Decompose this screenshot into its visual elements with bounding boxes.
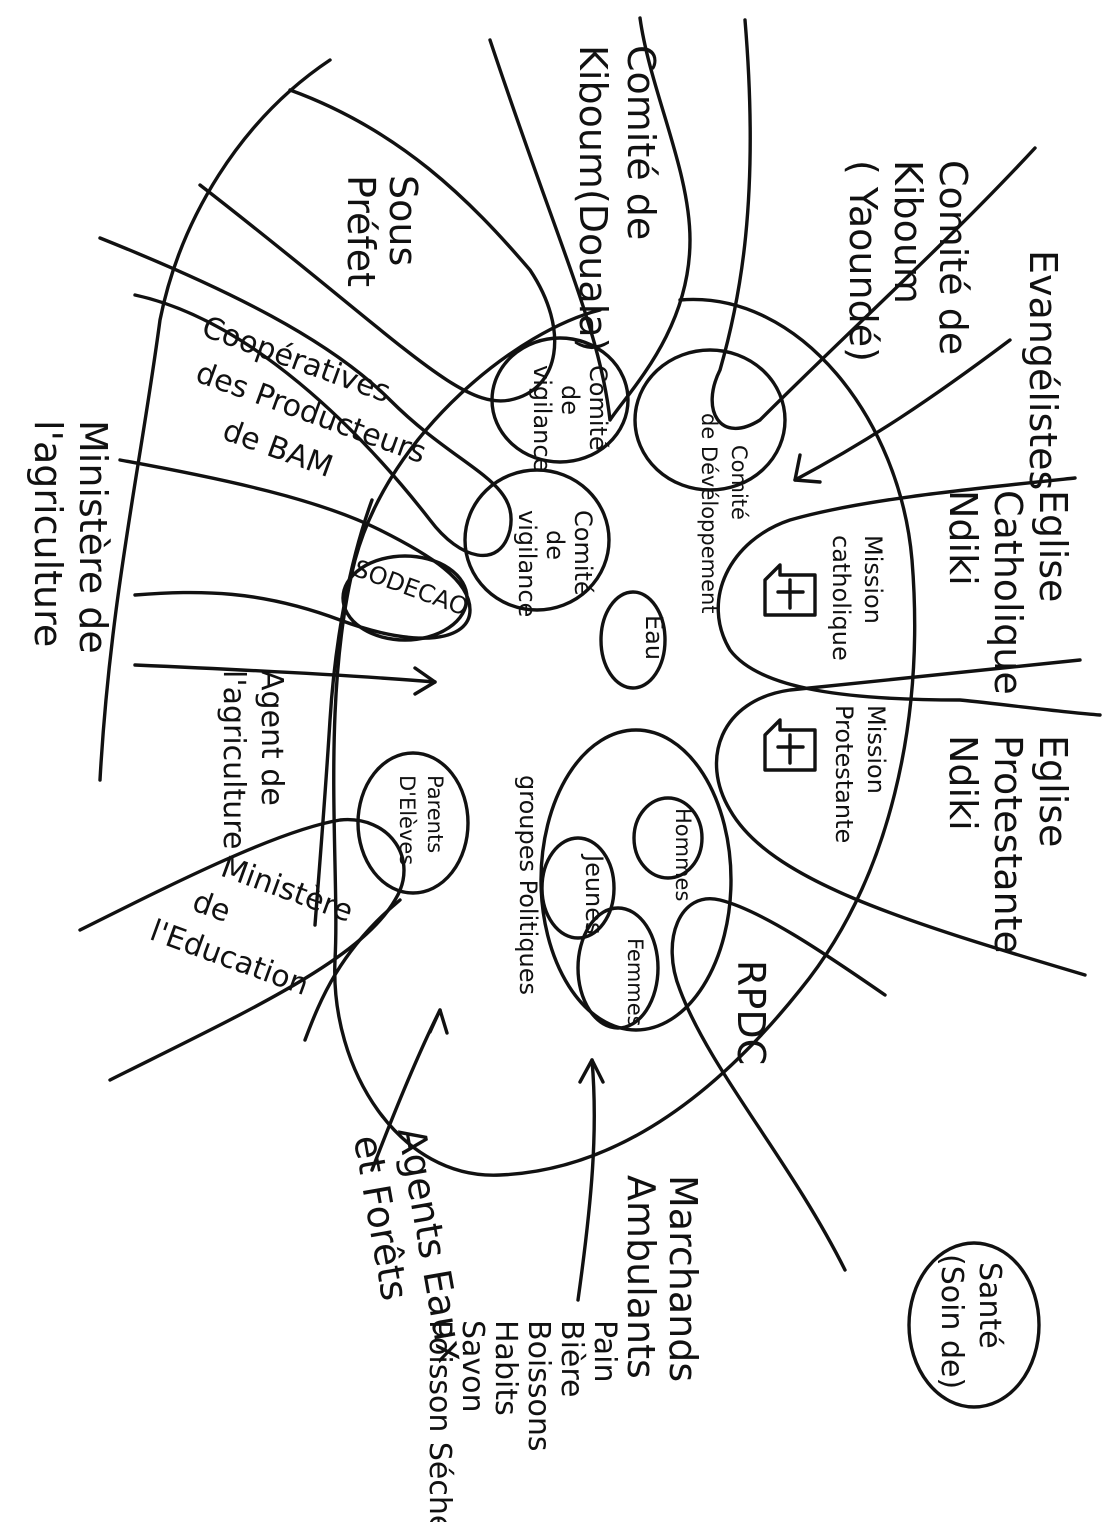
village-boundary xyxy=(332,297,917,1177)
label-eglise-catholique: Eglise Catholique Ndiki xyxy=(941,490,1075,707)
label-comite-vigilance-1: Comité de vigilance xyxy=(528,365,612,472)
church-icon-catholique xyxy=(763,563,817,617)
label-jeunes: Jeunes xyxy=(580,853,608,935)
label-groupes-politiques: groupes Politiques xyxy=(514,775,542,995)
boundary-agent-agriculture xyxy=(313,498,374,927)
circle-sodecao xyxy=(341,554,469,642)
label-eau: Eau xyxy=(640,615,668,660)
church-icon-protestante xyxy=(763,718,817,772)
label-sodecao: SODECAO xyxy=(350,554,472,621)
boundary-catholique xyxy=(716,476,1102,717)
boundary-comite-yaounde xyxy=(710,18,1037,431)
circle-femmes xyxy=(576,906,660,1030)
arrow-evangelistes xyxy=(793,338,1012,484)
boundary-protestante xyxy=(714,658,1087,977)
label-evangelistes: Evangélistes xyxy=(1021,250,1065,490)
boundary-sodecao xyxy=(118,458,472,640)
circle-comite-vigilance-1 xyxy=(490,336,630,464)
label-comite-vigilance-2: Comité de vigilance xyxy=(513,510,597,617)
arrow-ministere-agriculture xyxy=(133,663,437,696)
label-eglise-protestante: Eglise Protestante Ndiki xyxy=(941,735,1075,966)
boundary-ministere-agriculture xyxy=(98,58,332,782)
circle-comite-developpement xyxy=(633,348,787,492)
label-femmes: Femmes xyxy=(623,938,647,1027)
label-comite-developpement: Comité de Dévéloppement xyxy=(697,413,751,614)
circle-comite-vigilance-2 xyxy=(463,468,611,612)
circle-jeunes xyxy=(540,836,616,940)
label-comite-kiboum-douala: Comité de Kiboum(Douala) xyxy=(571,45,663,352)
boundary-agent-education-line xyxy=(303,898,402,1042)
arrow-marchands xyxy=(576,1058,605,1302)
label-parents-eleves: Parents D'Elèves xyxy=(395,775,447,865)
boundary-rpdc xyxy=(670,897,887,1272)
circle-sante xyxy=(907,1241,1041,1409)
label-goods-list: Pain Bière Boissons Habits Savon Poisson… xyxy=(422,1320,622,1522)
circle-parents-eleves xyxy=(356,751,470,895)
label-mission-catholique: Mission catholique xyxy=(827,535,887,661)
label-hommes: Hommes xyxy=(671,808,695,901)
label-ministere-agriculture: Ministère de l'agriculture xyxy=(26,420,115,666)
label-marchands-ambulants: Marchands Ambulants xyxy=(619,1175,705,1394)
label-rpdc: RPDC xyxy=(729,960,773,1065)
boundary-comite-douala xyxy=(488,16,692,422)
boundary-cooperatives xyxy=(98,236,513,558)
label-agent-agriculture: Agent de l'agriculture xyxy=(216,670,289,849)
label-sante: Santé (Soin de) xyxy=(934,1254,1007,1389)
circle-eau xyxy=(599,590,667,690)
label-comite-kiboum-yaounde: Comité de Kiboum ( Yaoundé) xyxy=(841,160,975,367)
circle-hommes xyxy=(632,796,704,880)
boundary-ministere-education xyxy=(78,818,406,1082)
arrow-agents-eaux-forets xyxy=(370,1008,449,1172)
label-sous-prefet: Sous Préfet xyxy=(339,175,425,287)
label-mission-protestante: Mission Protestante xyxy=(830,705,890,843)
boundary-sous-prefet xyxy=(198,88,557,403)
